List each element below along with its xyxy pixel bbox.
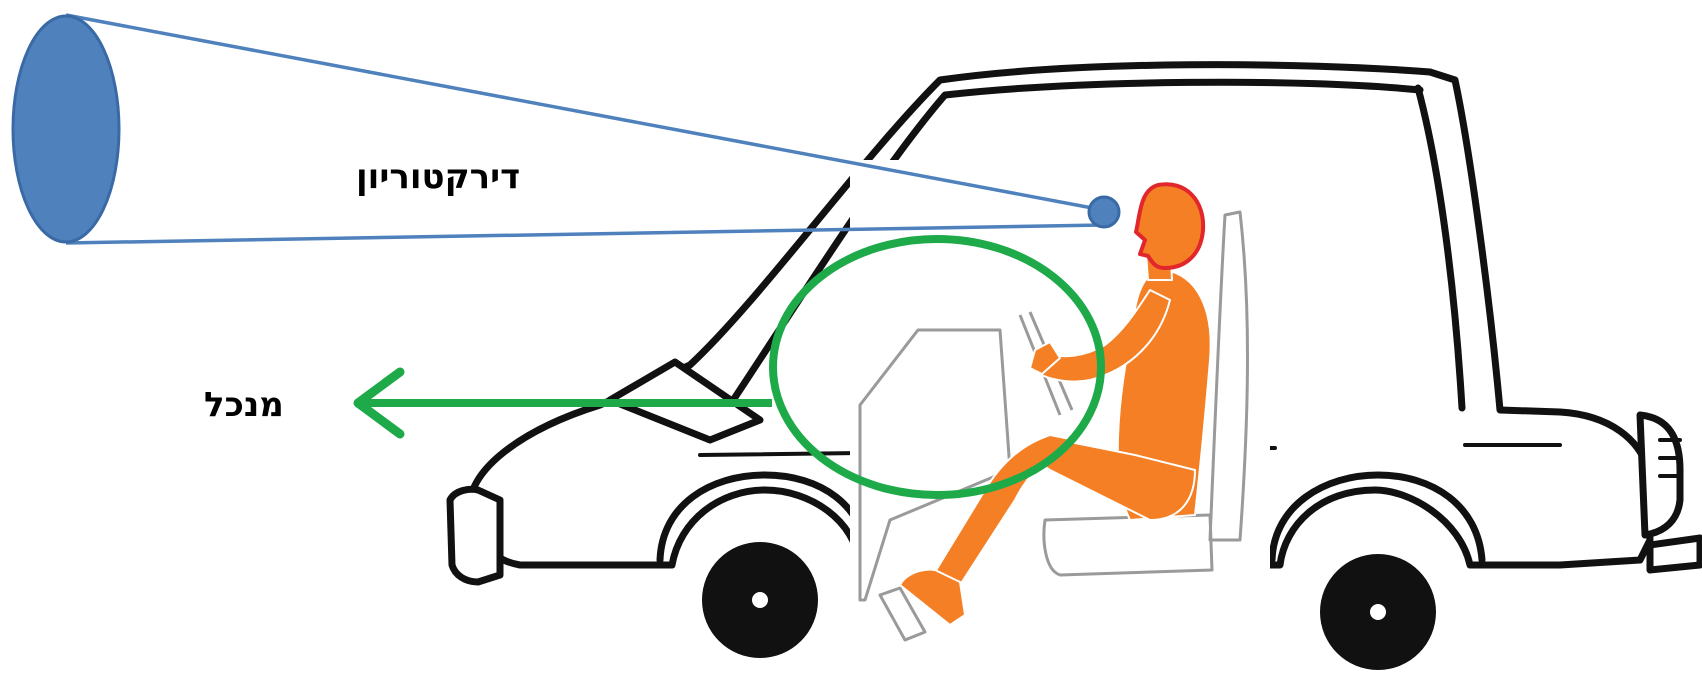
directorate-label: דירקטוריון bbox=[356, 157, 521, 197]
manager-highlight bbox=[353, 235, 1105, 499]
car-rear-wheel-arch bbox=[1268, 471, 1486, 564]
driver-head bbox=[1134, 182, 1206, 270]
driver-arm bbox=[1034, 289, 1171, 383]
rear-wheel bbox=[1320, 554, 1436, 670]
arrow-left-icon bbox=[353, 367, 405, 439]
cone-top-line bbox=[65, 13, 1104, 212]
cone-base-ellipse bbox=[11, 14, 121, 244]
seat-base bbox=[1042, 513, 1214, 577]
pedal bbox=[878, 586, 927, 642]
cone-bottom-line bbox=[65, 223, 1104, 245]
car-exhaust bbox=[1646, 534, 1702, 574]
driver-foot bbox=[899, 568, 966, 626]
car-headlight bbox=[446, 485, 504, 586]
directorate-cone bbox=[11, 13, 1121, 245]
car-rear-grill bbox=[1658, 438, 1682, 478]
seat-back bbox=[1208, 210, 1249, 542]
front-wheel bbox=[702, 542, 818, 658]
driver-figure bbox=[899, 182, 1212, 626]
highlight-ellipse bbox=[769, 235, 1105, 499]
eye-dot-icon bbox=[1087, 195, 1121, 229]
driver-hand bbox=[1029, 341, 1061, 375]
car-rear-pillar bbox=[1414, 84, 1466, 412]
manager-label: מנכל bbox=[204, 385, 284, 425]
